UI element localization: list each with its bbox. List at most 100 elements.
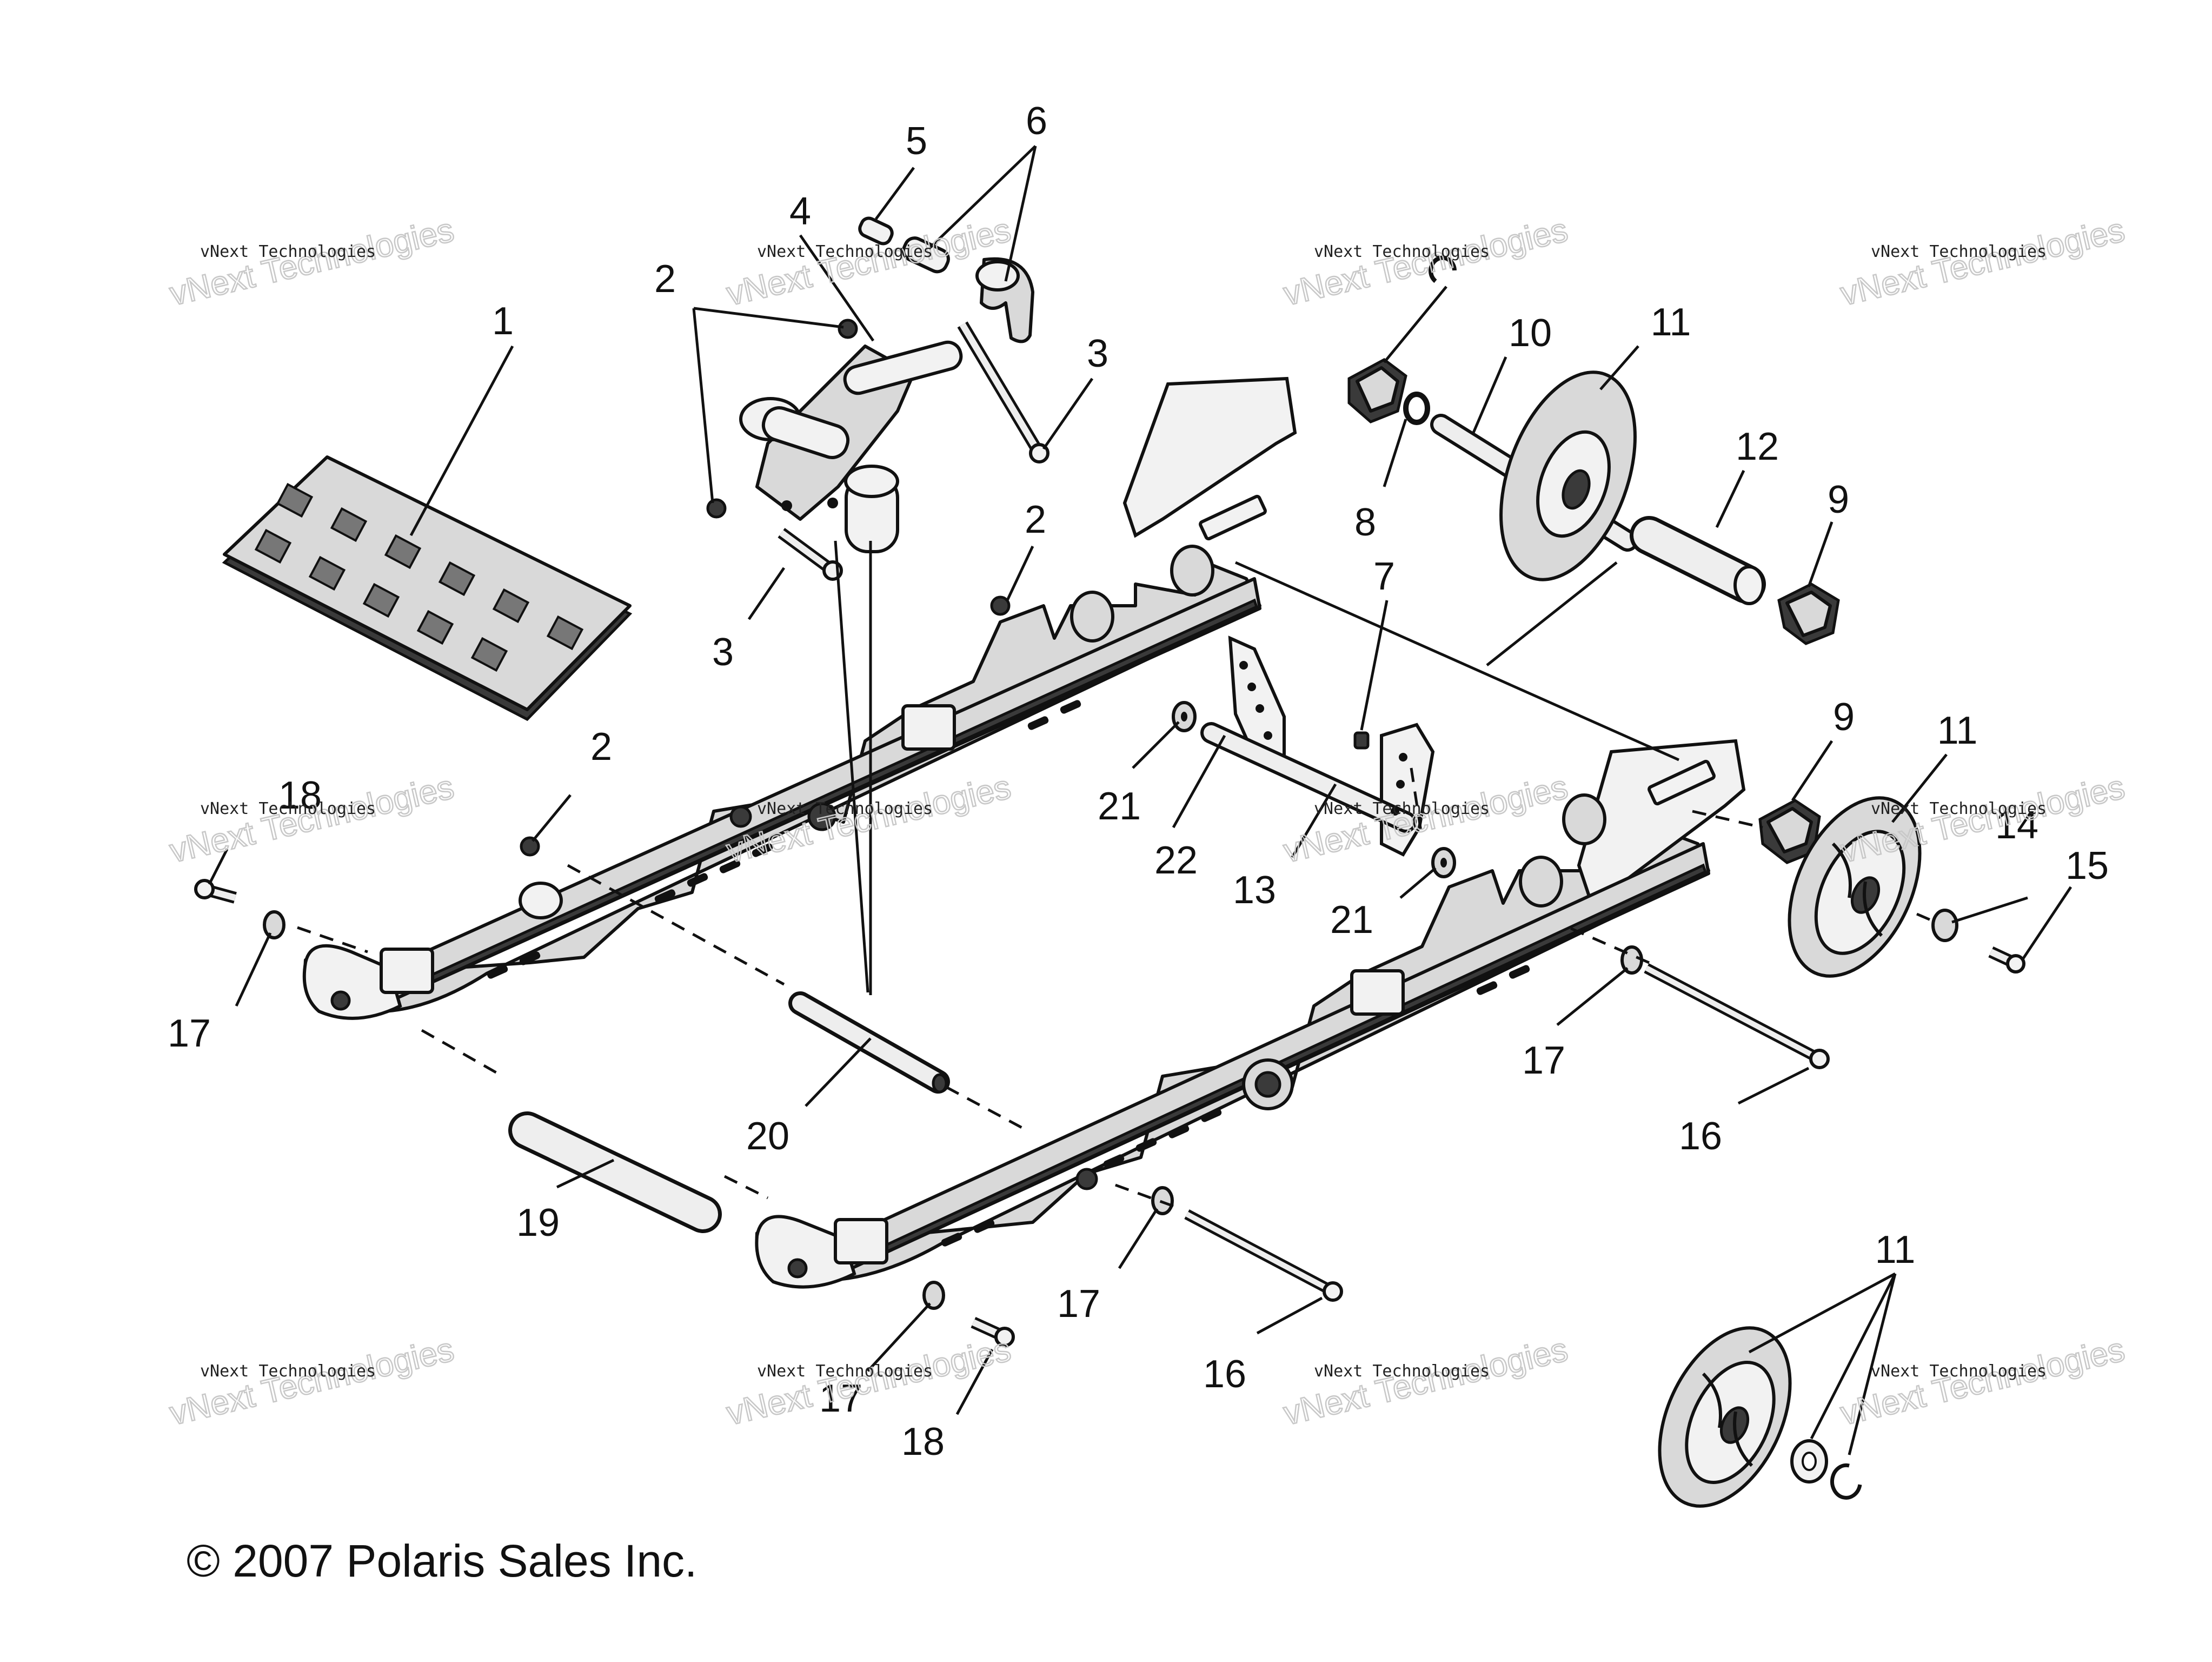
watermark: vNext Technologies vNext Technologies (722, 1330, 1015, 1433)
callout-1: 1 (492, 300, 514, 343)
watermark: vNext Technologies vNext Technologies (1279, 1330, 1572, 1433)
callout-17: 17 (819, 1377, 862, 1420)
part-18-bolt (194, 879, 237, 904)
svg-text:vNext Technologies: vNext Technologies (757, 242, 933, 261)
callout-14: 14 (1995, 804, 2038, 847)
svg-text:vNext Technologies: vNext Technologies (200, 799, 376, 818)
part-21-washer (1431, 847, 1456, 878)
svg-text:vNext Technologies: vNext Technologies (1314, 799, 1490, 818)
callout-leaders (208, 145, 2072, 1455)
svg-text:vNext Technologies: vNext Technologies (167, 1331, 457, 1433)
callout-12: 12 (1736, 425, 1779, 468)
svg-text:vNext Technologies: vNext Technologies (200, 242, 376, 261)
callout-3: 3 (712, 631, 734, 674)
assembly-lines (297, 540, 1936, 1208)
watermark: vNext Technologies vNext Technologies (165, 1330, 458, 1433)
callout-3: 3 (1087, 332, 1108, 375)
svg-text:vNext Technologies: vNext Technologies (1280, 211, 1571, 313)
part-20-shaft (788, 991, 950, 1094)
callout-8: 8 (1354, 501, 1376, 544)
callout-15: 15 (2065, 844, 2109, 888)
part-3-bolt (778, 528, 843, 581)
part-17-washer (922, 1281, 945, 1310)
part-13-22-shaft-brackets (1200, 635, 1435, 857)
watermark: vNext Technologies vNext Technologies (1836, 1330, 2129, 1433)
part-8-ring (1403, 392, 1430, 425)
svg-text:vNext Technologies: vNext Technologies (167, 211, 457, 313)
svg-text:vNext Technologies: vNext Technologies (1837, 1331, 2128, 1433)
part-5-pin (858, 216, 894, 246)
callout-4: 4 (789, 190, 811, 233)
copyright-notice: © 2007 Polaris Sales Inc. (187, 1535, 697, 1586)
callout-11: 11 (1875, 1228, 1916, 1272)
part-14-washer (1931, 909, 1958, 942)
svg-text:vNext Technologies: vNext Technologies (1871, 242, 2047, 261)
part-12-spacer (1630, 516, 1766, 605)
callout-labels: 1 2 2 2 3 3 4 5 6 7 8 9 9 10 11 11 11 12… (168, 100, 2109, 1464)
clip-top (1429, 255, 1457, 283)
part-11-wheel (1658, 1326, 1862, 1508)
part-21-washer (1172, 701, 1197, 732)
part-19-tube (508, 1111, 722, 1233)
callout-5: 5 (906, 120, 927, 163)
callout-9: 9 (1828, 478, 1849, 521)
part-16-bolt (1184, 1209, 1343, 1302)
svg-text:vNext Technologies: vNext Technologies (1314, 1362, 1490, 1381)
callout-17: 17 (1057, 1282, 1100, 1326)
svg-text:vNext Technologies: vNext Technologies (1280, 1331, 1571, 1433)
part-2-nut (838, 319, 858, 339)
callout-16: 16 (1679, 1115, 1722, 1158)
callout-20: 20 (746, 1115, 789, 1158)
callout-17: 17 (1522, 1039, 1565, 1082)
part-1-slide-block (222, 455, 633, 721)
part-17-washer (263, 910, 285, 939)
callout-18: 18 (901, 1420, 945, 1464)
callout-2: 2 (590, 725, 612, 769)
part-15-bolt (1988, 946, 2025, 974)
part-16-bolt (1644, 963, 1830, 1069)
svg-text:vNext Technologies: vNext Technologies (1871, 799, 2047, 818)
callout-11: 11 (1937, 709, 1978, 752)
part-2-nut (990, 595, 1011, 616)
watermark: vNext Technologies vNext Technologies (165, 210, 458, 313)
callout-2: 2 (1025, 498, 1046, 541)
callout-19: 19 (516, 1201, 560, 1244)
part-2-nut (520, 836, 540, 857)
callout-2: 2 (654, 257, 676, 301)
svg-text:vNext Technologies: vNext Technologies (1871, 1362, 2047, 1381)
part-18-bolt (971, 1316, 1015, 1347)
part-11-wheel (1499, 370, 1637, 581)
callout-17: 17 (168, 1012, 211, 1055)
callout-10: 10 (1509, 312, 1552, 355)
svg-text:vNext Technologies: vNext Technologies (1837, 211, 2128, 313)
callout-9: 9 (1833, 696, 1855, 739)
part-7-nut (1353, 731, 1370, 750)
callout-16: 16 (1203, 1353, 1246, 1396)
callout-21: 21 (1098, 785, 1141, 828)
watermark: vNext Technologies vNext Technologies (1836, 210, 2129, 313)
callout-22: 22 (1154, 839, 1198, 882)
watermark: vNext Technologies vNext Technologies (1279, 210, 1572, 313)
callout-21: 21 (1330, 898, 1373, 942)
part-2-nut (706, 498, 727, 519)
part-11-wheel (1788, 796, 1922, 978)
part-17-washer (1151, 1186, 1174, 1215)
svg-text:vNext Technologies: vNext Technologies (723, 1331, 1014, 1433)
callout-13: 13 (1233, 869, 1276, 912)
rail-right (755, 739, 1746, 1289)
callout-11: 11 (1651, 301, 1691, 344)
svg-text:vNext Technologies: vNext Technologies (1314, 242, 1490, 261)
callout-6: 6 (1026, 100, 1047, 143)
part-9-clamp (1347, 358, 1407, 423)
part-4-pivot-arm (739, 340, 963, 553)
svg-text:vNext Technologies: vNext Technologies (757, 1362, 933, 1381)
svg-text:vNext Technologies: vNext Technologies (200, 1362, 376, 1381)
part-9-clamp (1777, 582, 1840, 645)
svg-text:vNext Technologies: vNext Technologies (757, 799, 933, 818)
rail-left (302, 376, 1297, 1020)
callout-18: 18 (278, 774, 322, 817)
part-6-bushings (901, 236, 1034, 343)
callout-7: 7 (1373, 555, 1395, 598)
part-3-bolt (957, 321, 1049, 463)
